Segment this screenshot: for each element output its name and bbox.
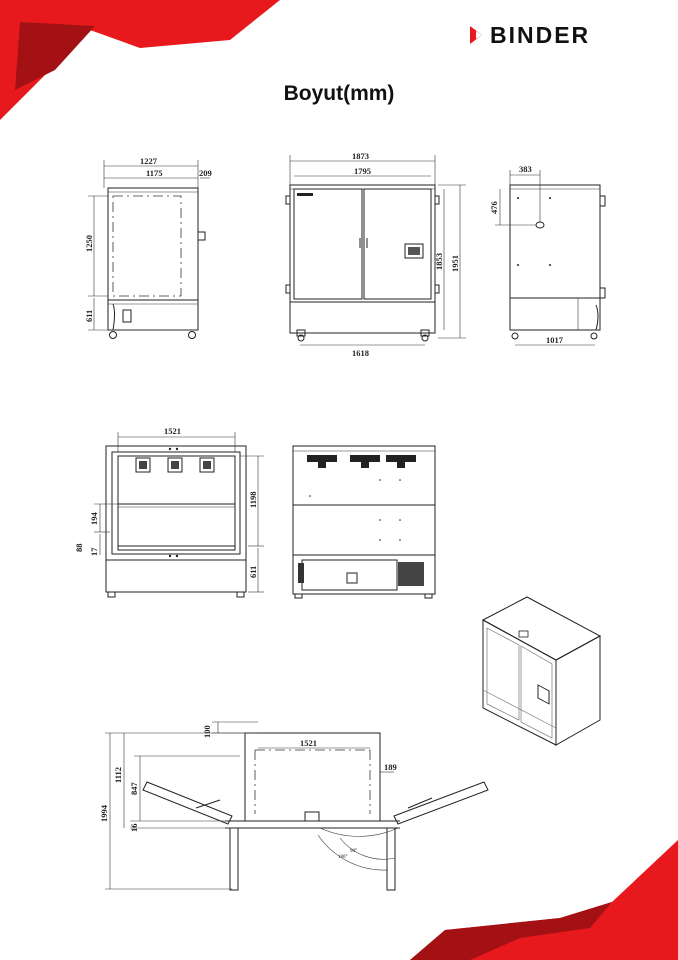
dim-88: 88 [74, 544, 84, 553]
dim-width-1795: 1795 [354, 166, 371, 176]
front-label [297, 193, 313, 196]
angle-label-1: 90° [350, 849, 357, 854]
isometric-view [481, 596, 602, 746]
dim-width-1227: 1227 [140, 156, 158, 166]
dim-1198: 1198 [248, 491, 258, 508]
dim-width-1618: 1618 [352, 348, 369, 358]
page-title: Boyut(mm) [283, 82, 395, 105]
angle-label-2: 180° [338, 855, 348, 860]
header-decoration [0, 0, 280, 120]
brand-name: BINDER [490, 22, 591, 48]
dim-1994: 1994 [99, 804, 109, 822]
dim-1017: 1017 [546, 335, 564, 345]
dim-209: 209 [199, 168, 212, 178]
dim-16: 16 [129, 824, 139, 833]
dim-476: 476 [489, 201, 499, 214]
binder-logo-icon [470, 26, 482, 44]
front-open-view: 1521 1198 194 88 17 611 [74, 426, 264, 598]
front-view: 1873 1795 1853 1951 1618 [285, 151, 466, 358]
dim-height-1951: 1951 [450, 255, 460, 272]
dim-height-611: 611 [84, 310, 94, 322]
rear-view [292, 445, 436, 599]
dim-383: 383 [519, 164, 532, 174]
dim-depth-1175: 1175 [146, 168, 163, 178]
dark-swoosh-top [15, 22, 95, 90]
dim-height-1853: 1853 [434, 253, 444, 270]
dim-189: 189 [384, 762, 397, 772]
dim-100: 100 [202, 725, 212, 738]
top-view-doors-open: 90° 180° 100 1521 189 1112 847 1994 16 [99, 721, 489, 891]
binder-logo: BINDER [468, 22, 633, 48]
dim-17: 17 [89, 547, 99, 556]
footer-decoration [410, 840, 678, 960]
dim-height-1250: 1250 [84, 235, 94, 252]
dim-1521: 1521 [164, 426, 181, 436]
dim-847: 847 [129, 782, 139, 796]
dim-1112: 1112 [113, 767, 123, 783]
dim-611-b: 611 [248, 566, 258, 578]
dark-swoosh-bottom [410, 902, 612, 960]
side-view-right: 383 476 1017 [489, 164, 606, 346]
dim-1521-b: 1521 [300, 738, 317, 748]
side-view-left: 1227 1175 209 1250 611 [84, 156, 212, 339]
dim-width-1873: 1873 [352, 151, 369, 161]
dim-194: 194 [89, 512, 99, 526]
